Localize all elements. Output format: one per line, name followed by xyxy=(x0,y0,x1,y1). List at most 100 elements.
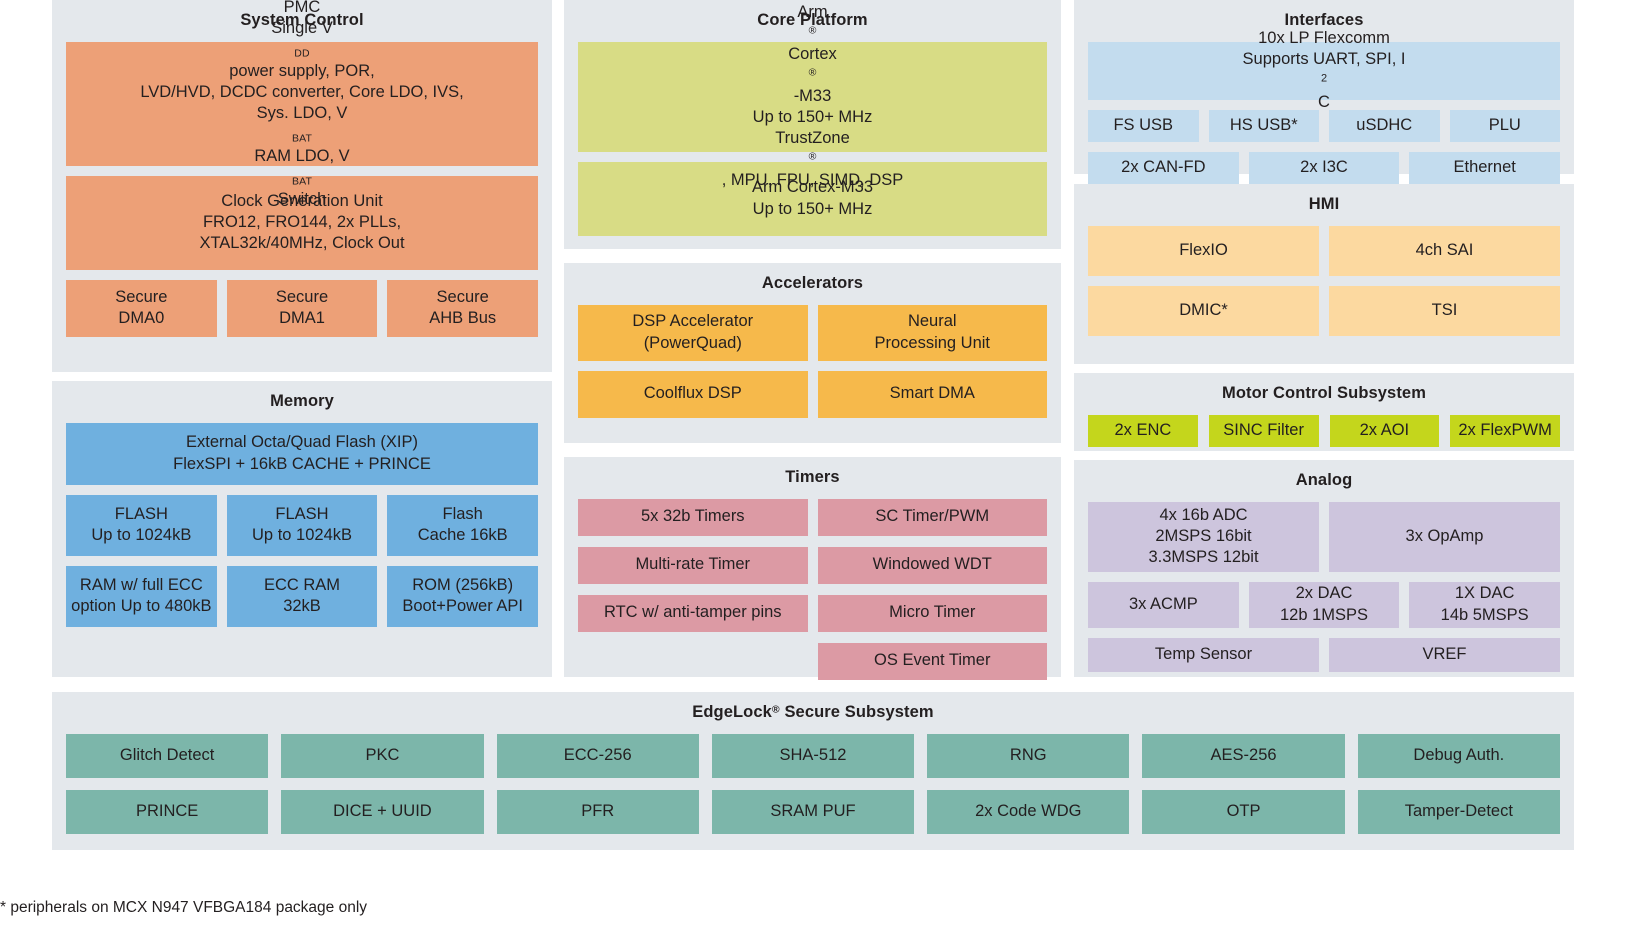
block-flash-0: FLASH Up to 1024kB xyxy=(66,494,217,556)
group-title-accelerators: Accelerators xyxy=(761,274,864,292)
block-vref: VREF xyxy=(1329,637,1560,672)
block-cortex-m33-secondary: Arm Cortex-M33 Up to 150+ MHz xyxy=(578,161,1047,236)
edgelock-1-2-label: ECC-256 xyxy=(563,745,632,764)
opamp-label: 3x OpAmp xyxy=(1405,526,1484,545)
group-title-hmi: HMI xyxy=(1308,195,1340,213)
core2-line2: Up to 150+ MHz xyxy=(752,199,873,218)
block-rng: RNG xyxy=(927,733,1130,778)
aoi-label: 2x AOI xyxy=(1359,420,1410,439)
block-adc: 4x 16b ADC 2MSPS 16bit 3.3MSPS 12bit xyxy=(1088,501,1319,572)
block-ecc-256: ECC-256 xyxy=(496,733,699,778)
flash-0-line1: FLASH xyxy=(114,504,168,523)
block-cortex-m33-primary: Arm® Cortex®-M33 Up to 150+ MHz TrustZon… xyxy=(578,3,1047,189)
edgelock-2-0-label: PRINCE xyxy=(135,801,199,820)
timer-right-2-label: Micro Timer xyxy=(889,603,976,622)
timer-right-0-label: SC Timer/PWM xyxy=(875,507,990,526)
timer-left-0-label: 5x 32b Timers xyxy=(640,507,745,526)
block-otp: OTP xyxy=(1142,789,1345,834)
row-accelerators-2: Coolflux DSP Smart DMA xyxy=(578,370,1047,418)
block-plu: PLU xyxy=(1449,109,1560,142)
external-flash-line1: External Octa/Quad Flash (XIP) xyxy=(185,433,418,452)
edgelock-2-6-label: Tamper-Detect xyxy=(1404,801,1513,820)
flash-1-line1: FLASH xyxy=(275,504,329,523)
core1-line3: TrustZone®, MPU, FPU, SIMD, DSP xyxy=(721,129,904,190)
secure-ahb-line1: Secure xyxy=(436,287,489,306)
group-core-platform: Core Platform Arm® Cortex®-M33 Up to 150… xyxy=(564,0,1061,249)
block-coolflux-dsp: Coolflux DSP xyxy=(578,370,808,418)
row-edgelock-2: PRINCE DICE + UUID PFR SRAM PUF 2x Code … xyxy=(66,789,1560,834)
block-i3c: 2x I3C xyxy=(1248,151,1400,184)
adc-line2: 2MSPS 16bit xyxy=(1155,526,1252,545)
usdhc-label: uSDHC xyxy=(1356,115,1413,134)
block-tamper-detect: Tamper-Detect xyxy=(1357,789,1560,834)
block-opamp: 3x OpAmp xyxy=(1329,501,1560,572)
hs-usb-label: HS USB* xyxy=(1229,115,1298,134)
block-fs-usb: FS USB xyxy=(1088,109,1199,142)
pmc-line1: PMC xyxy=(283,0,321,17)
acmp-line1: 3x ACMP xyxy=(1128,594,1198,613)
block-smart-dma: Smart DMA xyxy=(817,370,1047,418)
row-hmi-1: FlexIO 4ch SAI xyxy=(1088,225,1560,276)
block-dsp-accelerator: DSP Accelerator (PowerQuad) xyxy=(578,304,808,361)
enc-label: 2x ENC xyxy=(1114,420,1172,439)
flash-1-line2: Up to 1024kB xyxy=(252,526,352,544)
group-title-analog: Analog xyxy=(1295,471,1353,489)
block-32b-timers: 5x 32b Timers xyxy=(578,498,808,536)
edgelock-1-4-label: RNG xyxy=(1009,745,1047,764)
group-edgelock-secure-subsystem: EdgeLock® Secure Subsystem Glitch Detect… xyxy=(52,692,1574,850)
edgelock-2-4-label: 2x Code WDG xyxy=(975,801,1082,820)
block-code-wdg: 2x Code WDG xyxy=(927,789,1130,834)
flexpwm-label: 2x FlexPWM xyxy=(1458,420,1552,439)
ram-ecc-line1: RAM w/ full ECC xyxy=(79,575,203,594)
block-neural-processing-unit: Neural Processing Unit xyxy=(817,304,1047,361)
row-analog-3: Temp Sensor VREF xyxy=(1088,637,1560,672)
flexcomm-line1: 10x LP Flexcomm xyxy=(1258,29,1390,48)
block-can-fd: 2x CAN-FD xyxy=(1088,151,1239,184)
pmc-line3: LVD/HVD, DCDC converter, Core LDO, IVS, xyxy=(140,83,464,102)
clock-line2: FRO12, FRO144, 2x PLLs, xyxy=(202,212,402,231)
edgelock-1-6-label: Debug Auth. xyxy=(1413,745,1505,764)
block-secure-dma0: Secure DMA0 xyxy=(66,279,217,337)
block-external-flash: External Octa/Quad Flash (XIP) FlexSPI +… xyxy=(66,422,538,485)
row-interfaces-1: FS USB HS USB* uSDHC PLU xyxy=(1088,109,1560,142)
row-edgelock-1: Glitch Detect PKC ECC-256 SHA-512 RNG AE… xyxy=(66,733,1560,778)
tsi-label: TSI xyxy=(1431,300,1458,319)
block-temp-sensor: Temp Sensor xyxy=(1088,637,1319,672)
adc-line1: 4x 16b ADC xyxy=(1159,505,1248,524)
clock-line3: XTAL32k/40MHz, Clock Out xyxy=(199,234,405,253)
row-accelerators-1: DSP Accelerator (PowerQuad) Neural Proce… xyxy=(578,304,1047,361)
block-2x-enc: 2x ENC xyxy=(1088,414,1198,447)
edgelock-2-3-label: SRAM PUF xyxy=(770,801,856,820)
footnote-text: * peripherals on MCX N947 VFBGA184 packa… xyxy=(0,899,368,916)
secure-dma1-line1: Secure xyxy=(275,287,329,306)
npu-line1: Neural xyxy=(907,312,957,331)
block-aes-256: AES-256 xyxy=(1142,733,1345,778)
edgelock-1-1-label: PKC xyxy=(365,745,400,764)
timer-right-1-label: Windowed WDT xyxy=(872,555,992,574)
row-analog-2: 3x ACMP 2x DAC 12b 1MSPS 1X DAC 14b 5MSP… xyxy=(1088,581,1561,628)
ram-ecc-line2: option Up to 480kB xyxy=(71,597,212,615)
edgelock-1-3-label: SHA-512 xyxy=(779,745,847,764)
row-hmi-2: DMIC* TSI xyxy=(1088,285,1560,336)
block-tsi: TSI xyxy=(1329,285,1560,336)
block-hs-usb: HS USB* xyxy=(1208,109,1319,142)
block-micro-timer: Micro Timer xyxy=(817,594,1047,632)
flash-cache-line2: Cache 16kB xyxy=(417,526,508,544)
edgelock-2-1-label: DICE + UUID xyxy=(333,801,432,820)
row-memory-1: FLASH Up to 1024kB FLASH Up to 1024kB Fl… xyxy=(66,494,539,556)
dac2-line2: 12b 1MSPS xyxy=(1279,605,1369,624)
core2-line1: Arm Cortex-M33 xyxy=(751,178,874,197)
core1-line2: Up to 150+ MHz xyxy=(752,108,873,127)
ecc-ram-line2: 32kB xyxy=(283,597,321,615)
block-dice-uuid: DICE + UUID xyxy=(281,789,484,834)
group-title-core-platform: Core Platform xyxy=(757,11,868,29)
group-motor-control: Motor Control Subsystem 2x ENC SINC Filt… xyxy=(1074,373,1574,451)
block-glitch-detect: Glitch Detect xyxy=(66,733,269,778)
clock-line1: Clock Generation Unit xyxy=(221,191,383,210)
dac2-line1: 2x DAC xyxy=(1295,584,1353,603)
edgelock-1-0-label: Glitch Detect xyxy=(119,745,215,764)
secure-dma0-line1: Secure xyxy=(115,287,168,306)
group-accelerators: Accelerators DSP Accelerator (PowerQuad)… xyxy=(564,263,1061,443)
block-ethernet: Ethernet xyxy=(1409,151,1561,184)
